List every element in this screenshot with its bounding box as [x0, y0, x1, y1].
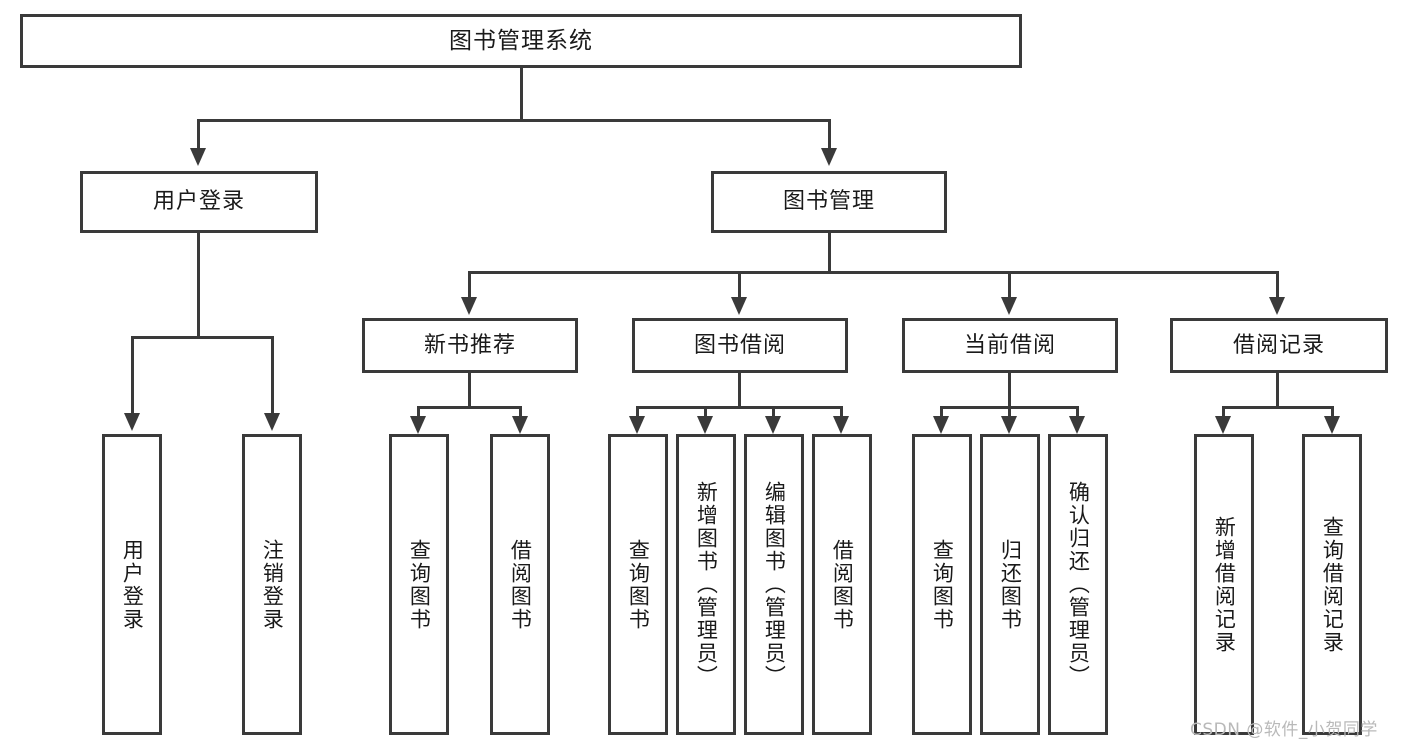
connector-to-book-borrow [738, 271, 741, 298]
node-label: 新书推荐 [423, 332, 516, 358]
node-user-login[interactable]: 用户登录 [80, 171, 318, 233]
connector-current-borrow-leaf2 [1008, 406, 1011, 418]
node-label: 新增借阅记录 [1212, 515, 1237, 654]
connector-to-current-borrow [1008, 271, 1011, 298]
node-root-system[interactable]: 图书管理系统 [20, 14, 1022, 68]
node-leaf-borrow-book-1[interactable]: 借阅图书 [490, 434, 550, 735]
connector-root-trunk [520, 68, 523, 120]
node-label: 借阅图书 [508, 538, 533, 631]
node-label: 当前借阅 [963, 332, 1056, 358]
connector-book-borrow-leaf2 [704, 406, 707, 418]
node-book-management[interactable]: 图书管理 [711, 171, 947, 233]
arrowhead-leaf-query-book-1 [410, 416, 426, 434]
node-label: 查询图书 [407, 538, 432, 631]
connector-to-new-book-recommend [468, 271, 471, 298]
node-label: 用户登录 [152, 189, 245, 215]
node-book-borrow[interactable]: 图书借阅 [632, 318, 848, 373]
connector-book-management-trunk [828, 233, 831, 273]
node-label: 新增图书（管理员） [694, 481, 719, 688]
node-label: 借阅记录 [1232, 332, 1325, 358]
arrowhead-book-borrow [731, 297, 747, 315]
node-leaf-query-record[interactable]: 查询借阅记录 [1302, 434, 1362, 735]
arrowhead-leaf-return-book [1001, 416, 1017, 434]
connector-user-login-leaf2 [271, 336, 274, 414]
node-leaf-logout[interactable]: 注销登录 [242, 434, 302, 735]
node-label: 确认归还（管理员） [1066, 481, 1091, 688]
connector-current-borrow-leaf1 [940, 406, 943, 418]
watermark-text: CSDN @软件_小贺同学 [1190, 720, 1378, 740]
connector-to-user-login [197, 119, 200, 149]
connector-book-borrow-trunk [738, 373, 741, 409]
connector-new-book-trunk [468, 373, 471, 409]
connector-book-borrow-leaf3 [772, 406, 775, 418]
connector-book-borrow-leaf1 [636, 406, 639, 418]
connector-book-borrow-leaf4 [840, 406, 843, 418]
node-leaf-confirm-return[interactable]: 确认归还（管理员） [1048, 434, 1108, 735]
arrowhead-user-login [190, 148, 206, 166]
connector-to-book-management [828, 119, 831, 149]
connector-new-book-bar [417, 406, 522, 409]
connector-borrow-record-leaf1 [1222, 406, 1225, 418]
node-current-borrow[interactable]: 当前借阅 [902, 318, 1118, 373]
node-leaf-query-book-3[interactable]: 查询图书 [912, 434, 972, 735]
node-leaf-query-book-1[interactable]: 查询图书 [389, 434, 449, 735]
node-label: 查询借阅记录 [1320, 515, 1345, 654]
arrowhead-leaf-borrow-book-2 [833, 416, 849, 434]
node-borrow-record[interactable]: 借阅记录 [1170, 318, 1388, 373]
node-new-book-recommend[interactable]: 新书推荐 [362, 318, 578, 373]
arrowhead-leaf-add-record [1215, 416, 1231, 434]
connector-borrow-record-leaf2 [1331, 406, 1334, 418]
node-leaf-add-book[interactable]: 新增图书（管理员） [676, 434, 736, 735]
node-label: 查询图书 [626, 538, 651, 631]
node-label: 借阅图书 [830, 538, 855, 631]
connector-book-borrow-bar [636, 406, 843, 409]
connector-borrow-record-trunk [1276, 373, 1279, 409]
arrowhead-leaf-query-book-3 [933, 416, 949, 434]
node-leaf-user-login[interactable]: 用户登录 [102, 434, 162, 735]
connector-current-borrow-trunk [1008, 373, 1011, 409]
node-leaf-edit-book[interactable]: 编辑图书（管理员） [744, 434, 804, 735]
node-label: 图书管理 [782, 189, 875, 215]
arrowhead-borrow-record [1269, 297, 1285, 315]
node-leaf-borrow-book-2[interactable]: 借阅图书 [812, 434, 872, 735]
node-leaf-return-book[interactable]: 归还图书 [980, 434, 1040, 735]
arrowhead-leaf-add-book [697, 416, 713, 434]
connector-level2-bar [197, 119, 831, 122]
connector-new-book-leaf2 [519, 406, 522, 418]
node-label: 编辑图书（管理员） [762, 481, 787, 688]
arrowhead-leaf-confirm-return [1069, 416, 1085, 434]
connector-current-borrow-leaf3 [1076, 406, 1079, 418]
connector-user-login-leaf1 [131, 336, 134, 414]
arrowhead-leaf-borrow-book-1 [512, 416, 528, 434]
connector-user-login-bar [131, 336, 274, 339]
node-label: 图书管理系统 [449, 27, 593, 54]
arrowhead-leaf-logout [264, 413, 280, 431]
arrowhead-new-book-recommend [461, 297, 477, 315]
connector-to-borrow-record [1276, 271, 1279, 298]
connector-borrow-record-bar [1222, 406, 1334, 409]
node-label: 图书借阅 [693, 332, 786, 358]
node-label: 用户登录 [120, 538, 145, 631]
arrowhead-leaf-query-book-2 [629, 416, 645, 434]
arrowhead-book-management [821, 148, 837, 166]
node-label: 查询图书 [930, 538, 955, 631]
connector-level3-bar [468, 271, 1279, 274]
connector-user-login-trunk [197, 233, 200, 337]
node-leaf-add-record[interactable]: 新增借阅记录 [1194, 434, 1254, 735]
arrowhead-leaf-user-login [124, 413, 140, 431]
node-leaf-query-book-2[interactable]: 查询图书 [608, 434, 668, 735]
arrowhead-current-borrow [1001, 297, 1017, 315]
node-label: 归还图书 [998, 538, 1023, 631]
connector-new-book-leaf1 [417, 406, 420, 418]
node-label: 注销登录 [260, 538, 285, 631]
arrowhead-leaf-edit-book [765, 416, 781, 434]
arrowhead-leaf-query-record [1324, 416, 1340, 434]
